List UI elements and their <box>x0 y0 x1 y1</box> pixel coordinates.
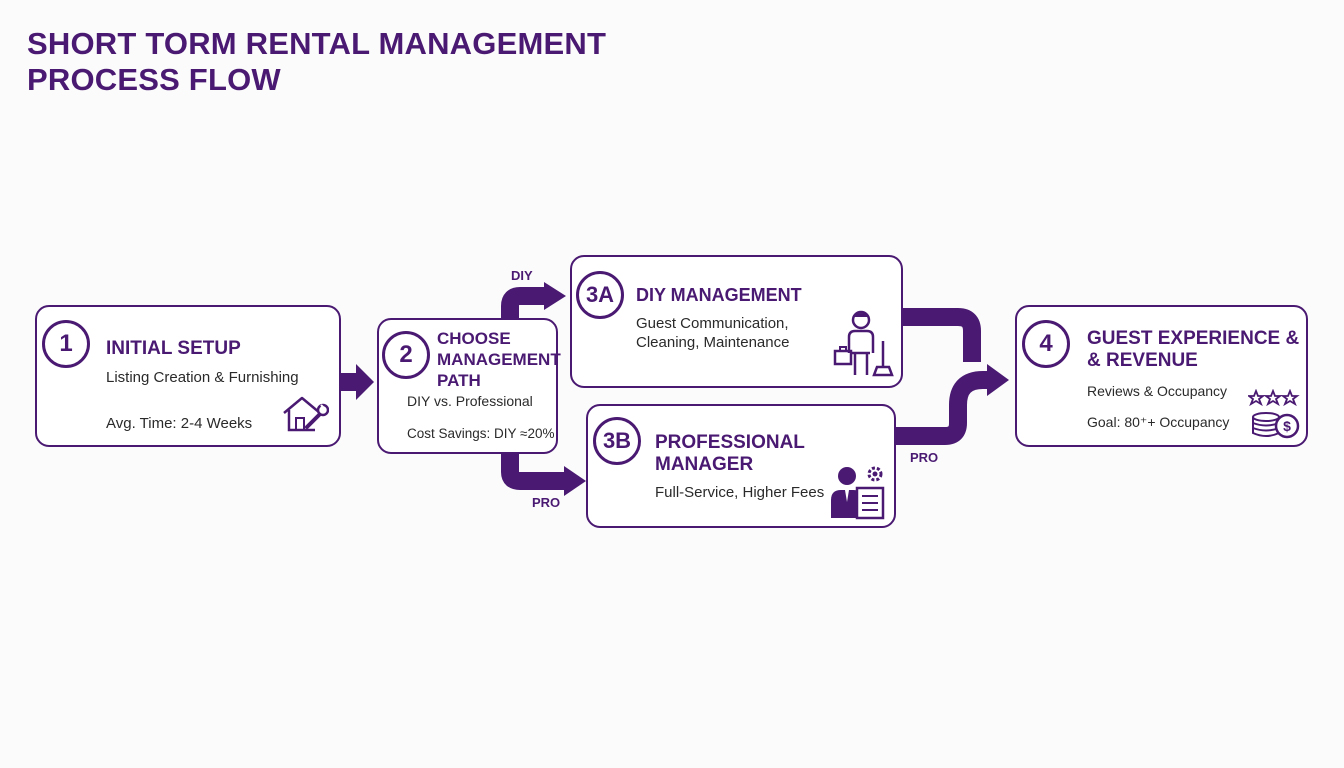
step-4-box: 4 GUEST EXPERIENCE & & REVENUE Reviews &… <box>1015 305 1308 447</box>
step-2-savings-note: Cost Savings: DIY ≈20% <box>407 426 555 441</box>
step-3b-description: Full-Service, Higher Fees <box>655 484 825 501</box>
step-3a-description: Guest Communication, Cleaning, Maintenan… <box>636 314 789 352</box>
step-4-description: Reviews & Occupancy <box>1087 383 1228 399</box>
step-3b-title: PROFESSIONAL MANAGER <box>655 432 805 476</box>
step-3a-number: 3A <box>576 271 624 319</box>
step-1-time-note: Avg. Time: 2-4 Weeks <box>106 415 253 432</box>
step-3b-title-line-2: MANAGER <box>655 454 754 475</box>
step-3a-box: 3A DIY MANAGEMENT Guest Communication, C… <box>570 255 903 388</box>
arrow-2-to-3a-diy <box>501 282 566 318</box>
step-1-number: 1 <box>42 320 90 368</box>
step-2-title-line-3: PATH <box>437 371 481 390</box>
step-4-number: 4 <box>1022 320 1070 368</box>
step-2-title: CHOOSE MANAGEMENT PATH <box>437 328 561 391</box>
step-4-title-line-2: & REVENUE <box>1087 350 1198 371</box>
pro-path-label-left: PRO <box>532 495 561 510</box>
step-2-title-line-2: MANAGEMENT <box>437 350 561 369</box>
coin-stack-icon: $ <box>1252 412 1300 439</box>
page-title-line-1: SHORT TORM RENTAL MANAGEMENT <box>27 26 607 61</box>
arrow-3a-to-4 <box>903 308 981 362</box>
step-2-title-line-1: CHOOSE <box>437 329 511 348</box>
page-title: SHORT TORM RENTAL MANAGEMENT PROCESS FLO… <box>27 26 606 98</box>
step-1-box: 1 INITIAL SETUP Listing Creation & Furni… <box>35 305 341 447</box>
step-3b-box: 3B PROFESSIONAL MANAGER Full-Service, Hi… <box>586 404 896 528</box>
manager-with-gear-clipboard-icon <box>831 466 885 520</box>
step-4-goal-note: Goal: 80⁺+ Occupancy <box>1087 414 1230 430</box>
step-3a-description-line-1: Guest Communication, <box>636 315 789 332</box>
step-4-title-line-1: GUEST EXPERIENCE & <box>1087 328 1300 349</box>
pro-path-label-right: PRO <box>910 450 939 465</box>
arrow-3b-to-4 <box>896 364 1009 445</box>
step-3b-title-line-1: PROFESSIONAL <box>655 432 805 453</box>
diy-path-label: DIY <box>511 268 533 283</box>
step-3a-title: DIY MANAGEMENT <box>636 285 802 305</box>
step-3b-number: 3B <box>593 417 641 465</box>
step-1-title: INITIAL SETUP <box>106 338 241 359</box>
step-2-description: DIY vs. Professional <box>407 393 533 409</box>
page-title-line-2: PROCESS FLOW <box>27 62 281 97</box>
step-3a-description-line-2: Cleaning, Maintenance <box>636 334 790 351</box>
house-wrench-icon <box>283 396 329 432</box>
three-stars-icon <box>1248 389 1300 407</box>
step-1-description: Listing Creation & Furnishing <box>106 369 299 386</box>
step-2-number: 2 <box>382 331 430 379</box>
arrow-1-to-2 <box>341 364 374 400</box>
arrow-2-to-3b-pro <box>501 454 586 496</box>
svg-text:$: $ <box>1283 418 1291 434</box>
step-4-title: GUEST EXPERIENCE & & REVENUE <box>1087 328 1299 372</box>
step-2-box: 2 CHOOSE MANAGEMENT PATH DIY vs. Profess… <box>377 318 561 454</box>
cleaner-with-toolbox-icon <box>833 310 894 377</box>
